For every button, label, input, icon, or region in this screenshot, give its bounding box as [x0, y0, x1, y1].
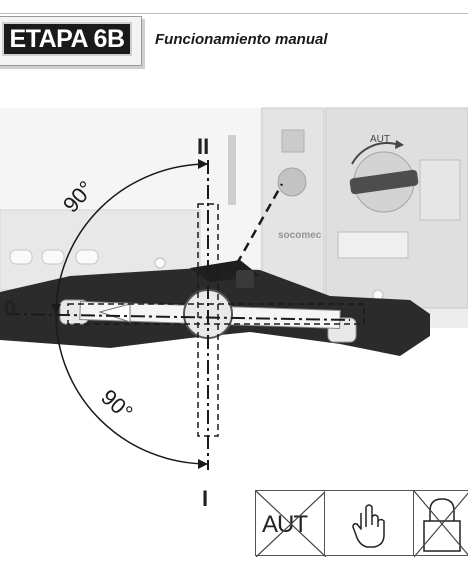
aut-disabled-pictogram: AUT [255, 490, 326, 557]
header-rule [0, 13, 468, 14]
pictogram-strip: AUT [255, 490, 468, 558]
horizontal-position-outline [67, 303, 365, 325]
position-0-label: 0 [4, 296, 17, 321]
device-illustration: socomec AUT [0, 107, 468, 470]
manual-operation-diagram: socomec AUT [0, 100, 468, 520]
page-subtitle: Funcionamiento manual [155, 31, 328, 48]
upper-angle-arc [55, 163, 209, 315]
brand-label: socomec [278, 230, 322, 241]
step-badge: ETAPA 6B [0, 16, 142, 66]
aut-device-label: AUT [370, 134, 390, 145]
horizontal-axis-line [5, 313, 351, 321]
switch-device: socomec AUT [0, 107, 468, 328]
position-i-label: I [202, 486, 209, 511]
lower-angle-arc [55, 313, 209, 465]
cross-out-icon [256, 491, 326, 557]
padlock-disabled-pictogram [413, 490, 468, 558]
manual-handle [0, 260, 430, 356]
padlock-crossed-icon [413, 490, 468, 558]
step-label: ETAPA 6B [2, 22, 132, 56]
manual-operation-pictogram [324, 490, 414, 556]
hand-pointer-icon [352, 504, 385, 548]
position-ii-label: II [197, 134, 210, 159]
